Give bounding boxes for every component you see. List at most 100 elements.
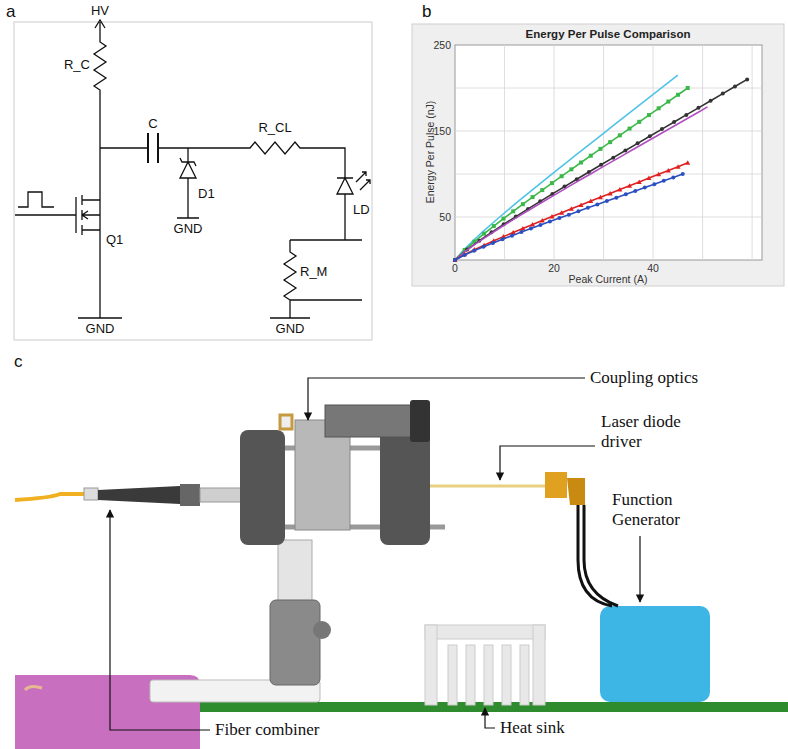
component-label: D1	[198, 187, 215, 202]
data-series	[538, 223, 542, 227]
data-series	[492, 224, 496, 228]
component-label: C	[148, 117, 157, 132]
chart-panel	[412, 24, 784, 286]
tick-label: 150	[433, 125, 451, 137]
ground-label: GND	[86, 322, 115, 337]
data-series	[500, 237, 504, 241]
data-series	[579, 202, 584, 207]
callout-label: Coupling optics	[590, 368, 698, 388]
data-series	[519, 230, 523, 234]
callout-label: Laser diode driver	[601, 412, 711, 451]
data-series	[472, 249, 476, 253]
data-series	[648, 134, 652, 138]
grid-lines	[455, 174, 762, 175]
data-series	[617, 187, 622, 192]
component-label: LD	[353, 203, 370, 218]
pulse-symbol	[18, 192, 54, 207]
data-series	[684, 113, 688, 117]
data-series	[531, 195, 535, 199]
heat-sink	[520, 645, 529, 705]
data-series	[623, 148, 627, 152]
focus-knob	[410, 400, 430, 442]
data-series	[453, 75, 750, 262]
component-label: R_M	[300, 265, 327, 280]
data-series	[624, 192, 628, 196]
tick-label: 40	[647, 262, 659, 274]
ground-label: GND	[174, 222, 203, 237]
tick-label: 50	[439, 211, 451, 223]
enclosure-port	[25, 686, 42, 690]
resistor-symbol	[94, 36, 106, 318]
axis-title: Peak Current (A)	[569, 273, 648, 285]
data-series	[611, 156, 615, 160]
mosfet-symbol	[15, 195, 122, 318]
emission-arrows	[356, 172, 370, 190]
data-series	[633, 189, 637, 193]
data-series	[576, 209, 580, 213]
heat-sink	[425, 625, 545, 639]
data-series	[453, 258, 457, 262]
leader-lines	[308, 378, 585, 420]
plot-area	[455, 45, 762, 260]
data-series	[721, 92, 725, 96]
axis-title: Energy Per Pulse (nJ)	[424, 101, 436, 204]
data-series	[567, 213, 571, 217]
data-series	[550, 181, 554, 185]
data-series	[733, 85, 737, 89]
data-series	[676, 93, 680, 97]
panel-frame	[14, 22, 372, 340]
heat-sink	[448, 645, 457, 705]
leader-lines	[500, 446, 595, 480]
zener-diode	[177, 148, 199, 218]
data-series	[510, 234, 514, 238]
data-series	[685, 160, 690, 165]
chart-frame	[412, 24, 784, 286]
grid-lines	[455, 45, 762, 260]
data-series	[745, 77, 749, 81]
data-series	[557, 216, 561, 220]
panel-letter: a	[6, 2, 15, 22]
data-series	[560, 174, 564, 178]
data-series	[540, 218, 545, 223]
data-series	[530, 222, 535, 227]
component-label: R_CL	[258, 121, 291, 136]
data-series	[662, 179, 666, 183]
data-series	[453, 258, 457, 262]
cage-plate	[380, 430, 430, 545]
data-series	[672, 120, 676, 124]
data-series	[549, 214, 554, 219]
capacitor-symbol	[148, 133, 158, 163]
heat-sink	[425, 625, 437, 705]
data-series	[666, 100, 670, 104]
data-series	[462, 253, 466, 257]
callout-label: Function Generator	[612, 490, 716, 529]
callout-label: Fiber combiner	[215, 720, 319, 740]
grid-lines	[455, 131, 762, 132]
data-series	[618, 133, 622, 137]
data-series	[660, 127, 664, 131]
data-series	[540, 188, 544, 192]
data-series	[646, 176, 651, 181]
data-series	[482, 232, 486, 236]
fiber-boot	[84, 488, 98, 500]
grid-lines	[554, 45, 555, 260]
data-series	[676, 164, 681, 169]
data-series	[569, 206, 574, 211]
leader-lines	[639, 536, 640, 602]
tick-label: 20	[548, 262, 560, 274]
adjuster	[280, 415, 292, 429]
wire	[100, 142, 345, 178]
sma-connector	[545, 472, 567, 498]
tick-label: 0	[452, 262, 458, 274]
data-series	[589, 154, 593, 158]
data-series	[598, 195, 603, 200]
hv-arrow	[95, 20, 105, 36]
grid-lines	[603, 45, 604, 260]
data-series	[559, 210, 564, 215]
data-series	[491, 241, 495, 245]
data-series	[608, 140, 612, 144]
data-series	[455, 107, 708, 260]
tick-label: 250	[433, 39, 451, 51]
data-series	[652, 182, 656, 186]
heat-sink	[502, 645, 511, 705]
